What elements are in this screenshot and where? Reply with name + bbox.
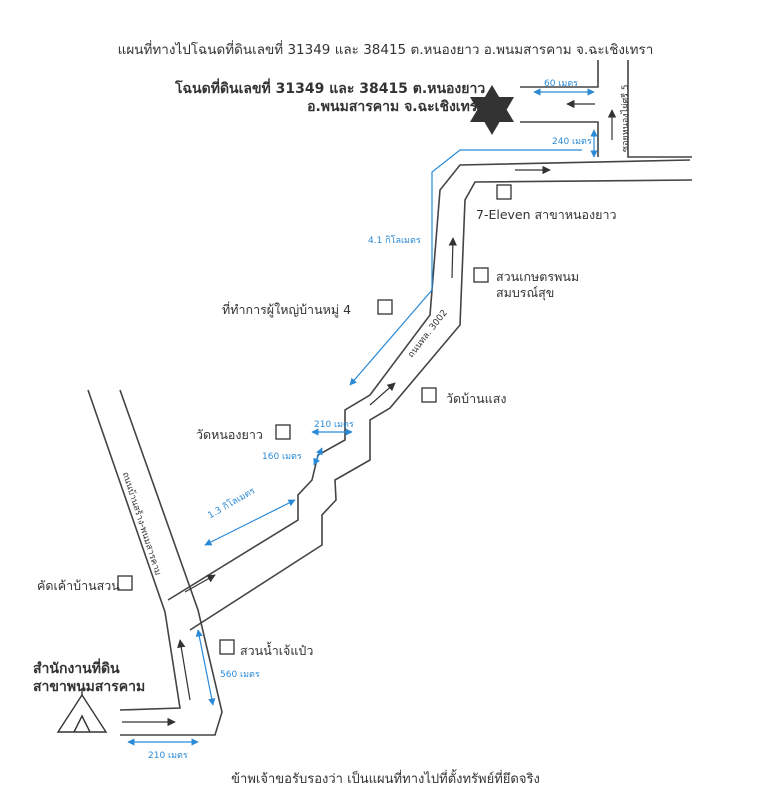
destination-star-icon <box>470 85 514 135</box>
landmark-boxes <box>117 184 512 655</box>
certification-footer: ข้าพเจ้าขอรับรองว่า เป็นแผนที่ทางไปที่ตั… <box>231 772 540 787</box>
land-office-label: สำนักงานที่ดิน สาขาพนมสารคาม <box>33 660 145 696</box>
destination-line2: อ.พนมสารคาม จ.ฉะเชิงเทรา <box>307 99 486 115</box>
distance-60m: 60 เมตร <box>544 79 579 89</box>
wat-ban-saeng-label: วัดบ้านแสง <box>446 391 507 406</box>
garden-box <box>473 267 489 283</box>
checkpoint-label: คัดเค้าบ้านสวน <box>37 578 120 593</box>
seven-eleven-label: 7-Eleven สาขาหนองยาว <box>476 207 617 222</box>
lime-garden-box <box>219 639 235 655</box>
wat-nong-yao-box <box>275 424 291 440</box>
direction-arrows <box>122 99 617 727</box>
seven-eleven-box <box>496 184 512 200</box>
distance-210m-b: 210 เมตร <box>148 751 188 761</box>
distance-arrows <box>127 88 598 746</box>
distance-4-1km: 4.1 กิโลเมตร <box>368 236 421 246</box>
distance-210m-a: 210 เมตร <box>314 420 354 430</box>
soi-road <box>520 60 692 158</box>
garden-label-1: สวนเกษตรพนม <box>496 269 580 284</box>
main-road <box>87 389 223 736</box>
distance-240m: 240 เมตร <box>552 137 592 147</box>
land-office-tent-icon <box>56 690 108 733</box>
garden-label-2: สมบรณ์สุข <box>496 285 555 300</box>
route-3002-road <box>167 159 693 631</box>
office-line2: สาขาพนมสารคาม <box>33 679 146 695</box>
destination-label: โฉนดที่ดินเลขที่ 31349 และ 38415 ต.หนองย… <box>175 80 485 116</box>
wat-nong-yao-label: วัดหนองยาว <box>196 427 263 442</box>
map-title: แผนที่ทางไปโฉนดที่ดินเลขที่ 31349 และ 38… <box>117 42 654 58</box>
soi-label: ซอยหนองไผ่ศรี 5 <box>621 84 631 152</box>
wat-ban-saeng-box <box>421 387 437 403</box>
office-line1: สำนักงานที่ดิน <box>33 661 120 677</box>
village-head-label: ที่ทำการผู้ใหญ่บ้านหมู่ 4 <box>222 302 352 317</box>
distance-560m: 560 เมตร <box>220 670 260 680</box>
village-head-box <box>377 299 393 315</box>
checkpoint-box <box>117 575 133 591</box>
lime-garden-label: สวนน้ำเจ้แป๋ว <box>240 643 314 658</box>
destination-line1: โฉนดที่ดินเลขที่ 31349 และ 38415 ต.หนองย… <box>175 81 486 97</box>
distance-160m: 160 เมตร <box>262 452 302 462</box>
